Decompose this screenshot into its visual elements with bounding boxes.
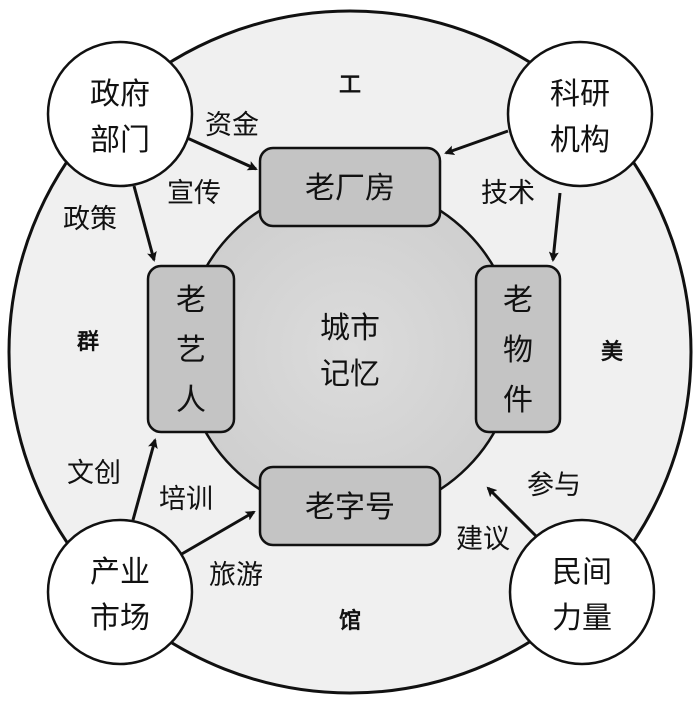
box-old-brand-label: 老字号 bbox=[305, 490, 395, 525]
box-old-artisan-char: 老 bbox=[176, 283, 206, 318]
arrow-industry-to-brand bbox=[179, 510, 256, 557]
edge-label-technology: 技术 bbox=[481, 178, 535, 209]
box-old-artisan-char: 人 bbox=[176, 383, 206, 418]
edge-label-participation: 参与 bbox=[527, 470, 581, 501]
ring-label-bottom: 馆 bbox=[339, 608, 361, 634]
edge-label-policy: 政策 bbox=[63, 204, 117, 235]
box-old-objects-char: 老 bbox=[503, 283, 533, 318]
center-title-line1: 城市 bbox=[320, 311, 380, 346]
actor-research-line2: 机构 bbox=[550, 123, 610, 158]
actor-civil-line2: 力量 bbox=[552, 601, 612, 636]
actor-government: 政府 部门 bbox=[46, 40, 194, 188]
box-old-factory-label: 老厂房 bbox=[305, 171, 395, 206]
box-old-brand: 老字号 bbox=[258, 465, 442, 547]
box-old-artisan: 老 艺 人 bbox=[146, 264, 236, 434]
actor-government-line1: 政府 bbox=[90, 77, 150, 112]
arrow-industry-to-artisan bbox=[131, 438, 158, 521]
arrow-government-to-artisan bbox=[132, 185, 157, 262]
actor-research-line1: 科研 bbox=[550, 77, 610, 112]
edge-label-publicity: 宣传 bbox=[167, 178, 221, 209]
edge-label-tourism: 旅游 bbox=[209, 560, 263, 591]
actor-industry: 产业 市场 bbox=[46, 518, 194, 666]
edge-label-cultural-creative: 文创 bbox=[67, 458, 121, 489]
arrow-research-to-factory bbox=[444, 129, 509, 156]
ring-label-right: 美 bbox=[601, 339, 624, 365]
box-old-artisan-char: 艺 bbox=[176, 333, 206, 368]
actor-civil: 民间 力量 bbox=[508, 518, 656, 666]
box-old-objects-char: 物 bbox=[503, 333, 533, 368]
arrow-research-to-objects bbox=[548, 192, 562, 262]
actor-research: 科研 机构 bbox=[506, 40, 654, 188]
box-old-factory: 老厂房 bbox=[258, 146, 442, 228]
actor-civil-line1: 民间 bbox=[552, 555, 612, 590]
actor-industry-line2: 市场 bbox=[90, 601, 150, 636]
box-old-objects: 老 物 件 bbox=[474, 264, 562, 434]
ring-label-top: 工 bbox=[339, 73, 361, 98]
edge-label-suggestion: 建议 bbox=[456, 524, 510, 555]
edge-label-funding: 资金 bbox=[205, 110, 259, 141]
arrow-civil-to-inner bbox=[486, 486, 539, 539]
center-title-line2: 记忆 bbox=[320, 357, 380, 392]
ring-label-left: 群 bbox=[77, 329, 99, 355]
actor-government-line2: 部门 bbox=[90, 123, 150, 158]
edge-label-training: 培训 bbox=[159, 484, 213, 515]
arrow-government-to-factory bbox=[184, 135, 258, 171]
box-old-objects-char: 件 bbox=[503, 383, 533, 418]
actor-industry-line1: 产业 bbox=[90, 555, 150, 590]
